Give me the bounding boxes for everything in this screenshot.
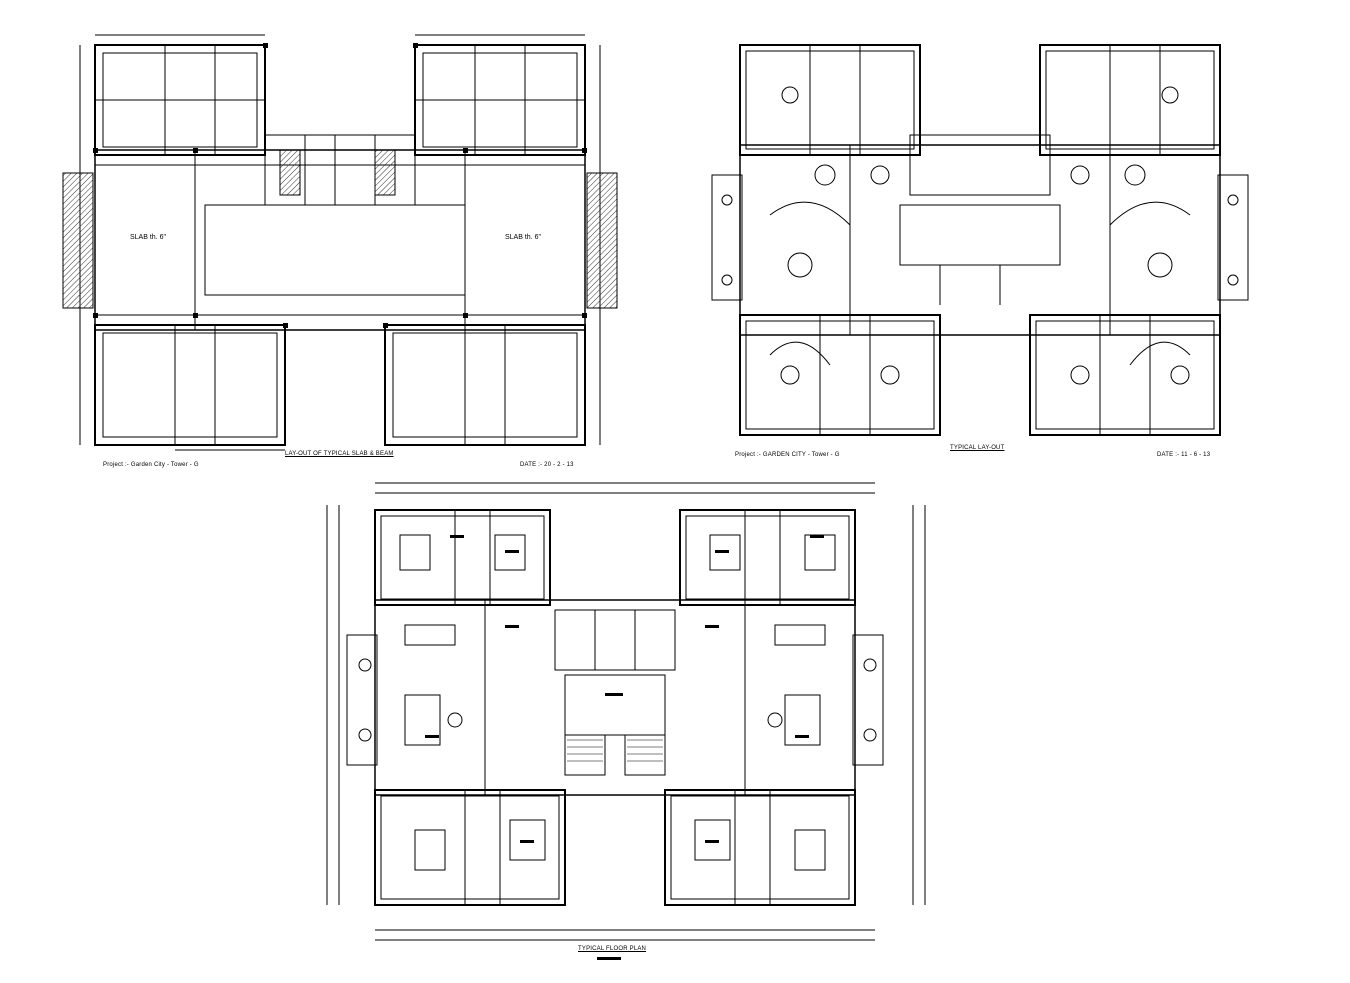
slab-label-left: SLAB th. 6" (130, 234, 166, 241)
floor-plan-title: TYPICAL FLOOR PLAN (578, 946, 647, 952)
typical-layout-date: DATE :- 11 - 6 - 13 (1157, 452, 1211, 458)
slab-plan-title: LAY-OUT OF TYPICAL SLAB & BEAM (285, 451, 394, 457)
typical-layout-drawing (710, 35, 1270, 445)
slab-beam-layout-drawing: SLAB th. 6" SLAB th. 6" (55, 25, 625, 455)
typical-floor-plan-svg (326, 482, 926, 941)
typical-layout-project: Project :- GARDEN CITY - Tower - G (735, 452, 840, 458)
typical-layout-title: TYPICAL LAY-OUT (950, 445, 1005, 451)
floor-plan-scale-bar (597, 957, 621, 960)
slab-beam-layout-svg: SLAB th. 6" SLAB th. 6" (62, 34, 618, 451)
slab-label-right: SLAB th. 6" (505, 234, 541, 241)
typical-layout-svg (711, 44, 1249, 436)
slab-plan-project: Project :- Garden City - Tower - G (103, 462, 199, 468)
slab-plan-date: DATE :- 20 - 2 - 13 (520, 462, 574, 468)
typical-floor-plan-drawing (315, 475, 940, 950)
